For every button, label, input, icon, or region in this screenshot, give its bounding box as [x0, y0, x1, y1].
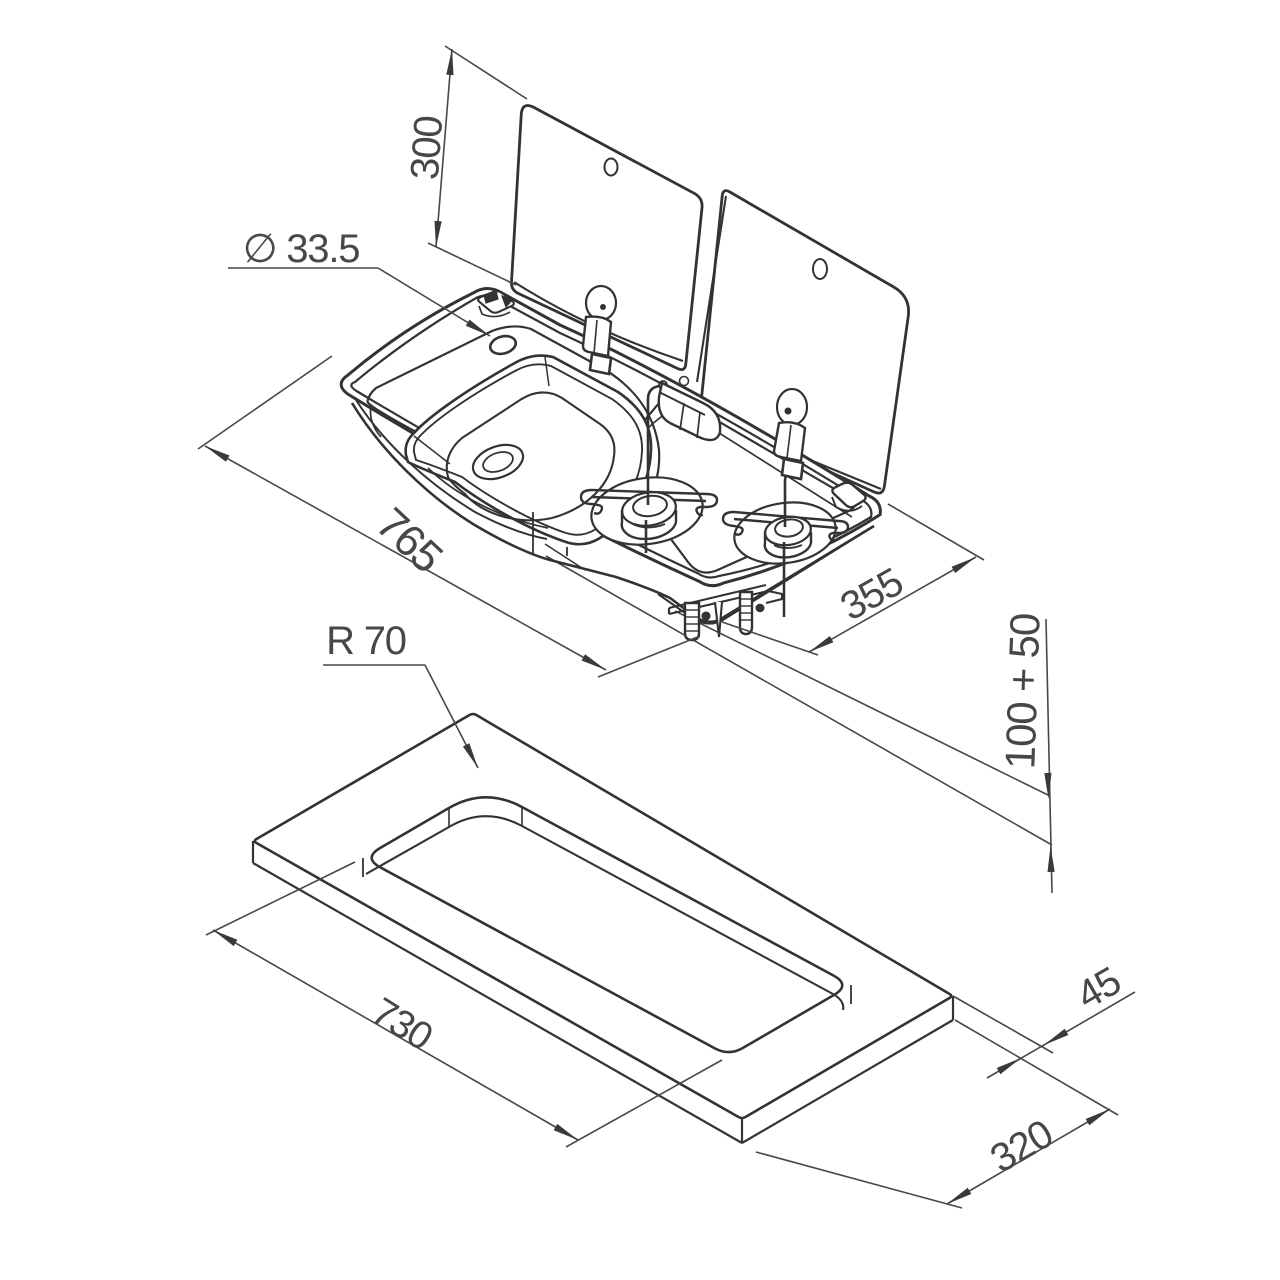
- svg-text:100 + 50: 100 + 50: [996, 613, 1048, 770]
- svg-text:∅ 33.5: ∅ 33.5: [243, 227, 360, 271]
- svg-text:R 70: R 70: [326, 619, 406, 663]
- svg-text:300: 300: [403, 115, 451, 181]
